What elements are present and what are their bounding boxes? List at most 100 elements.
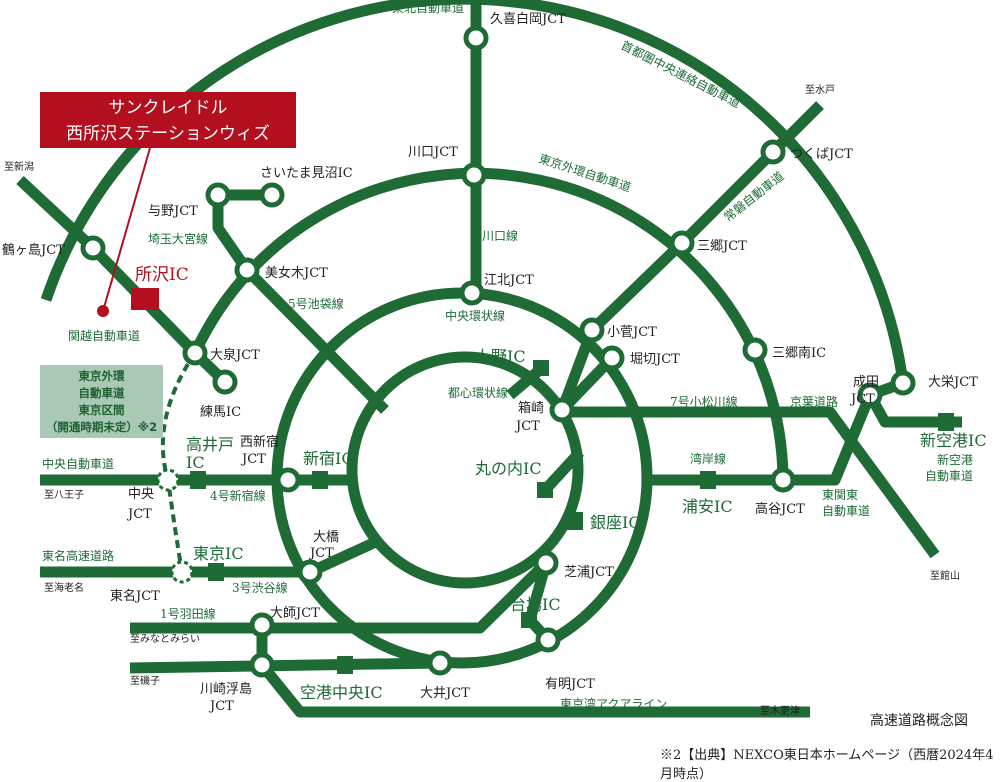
nishishinjuku2-label: JCT — [240, 452, 266, 467]
ariake-label: 有明JCT — [545, 677, 595, 692]
niigata-label: 至新潟 — [4, 160, 34, 173]
note-line1: 東京外環 — [78, 369, 125, 383]
takaido-ic-marker — [190, 471, 206, 489]
saitama-minuma-label: さいたま見沼IC — [260, 166, 353, 181]
aqualine-road — [256, 625, 810, 718]
wangan-west-road — [129, 657, 441, 674]
chuo-do-label: 中央自動車道 — [42, 456, 114, 471]
ken-o-label: 首都圏中央連絡自動車道 — [619, 37, 743, 110]
aqualine-label: 東京湾アクアライン — [560, 696, 667, 711]
shinkuko-ic-marker — [938, 413, 954, 431]
komatsugawa-label: 7号小松川線 — [670, 394, 738, 409]
ikebukuro-road — [243, 266, 389, 414]
haneda1-label: 1号羽田線 — [160, 606, 216, 621]
tokorozawa-ic-marker — [131, 288, 159, 310]
higashikanto1-label: 東関東 — [822, 488, 858, 502]
tomei-jct — [170, 560, 194, 584]
hakozaki1-label: 箱崎 — [518, 400, 544, 416]
saitama-minuma-ic — [259, 182, 285, 208]
takaido1-label: 高井戸 — [186, 435, 234, 454]
shibaura-jct — [533, 550, 559, 576]
callout-line2: 西所沢ステーションウィズ — [66, 124, 270, 144]
misato-jct — [669, 230, 695, 256]
nerima-label: 練馬IC — [200, 405, 241, 420]
kawaguchi-label: 川口JCT — [408, 145, 458, 160]
nishishinjuku-jct — [275, 467, 301, 493]
ohashi-jct — [297, 559, 323, 585]
kuki-label: 久喜白岡JCT — [490, 11, 566, 27]
keiyo-label: 京葉道路 — [790, 394, 838, 409]
kosuge-label: 小菅JCT — [607, 325, 657, 340]
kuko-chuo-label: 空港中央IC — [300, 683, 383, 702]
kuki-jct — [463, 25, 489, 51]
shinjuku4-label: 4号新宿線 — [210, 488, 266, 503]
ohashi1-label: 大橋 — [313, 530, 339, 545]
shinkuko-label: 新空港IC — [920, 431, 987, 450]
tsurugashima-jct — [80, 235, 106, 261]
callout-pointer — [102, 147, 151, 312]
daiba-ic-marker — [521, 612, 537, 628]
ebina-label: 至海老名 — [44, 581, 84, 594]
kisarazu-label: 至木更津 — [760, 705, 800, 717]
tokyo-ic-marker — [208, 563, 224, 581]
map-title: 高速道路概念図 — [870, 713, 968, 729]
bijogi-label: 美女木JCT — [265, 265, 328, 281]
kanetsu-label: 関越自動車道 — [68, 329, 140, 343]
nishishinjuku1-label: 西新宿 — [240, 434, 279, 450]
nerima-ic — [212, 369, 238, 395]
ueno-ic-marker — [533, 360, 549, 376]
property-callout: サンクレイドル 西所沢ステーションウィズ — [40, 92, 296, 148]
tohoku-label: 東北自動車道 — [392, 1, 464, 15]
kawaguchi-line-label: 川口線 — [482, 228, 518, 243]
kawasaki2-label: JCT — [208, 699, 234, 714]
kawasaki1-label: 川崎浮島 — [200, 682, 252, 697]
ikebukuro-label: 5号池袋線 — [288, 296, 344, 311]
daiba-label: 台場IC — [510, 595, 561, 614]
source-note: ※2【出典】NEXCO東日本ホームページ（西暦2024年4月時点） — [660, 748, 994, 782]
narita1-label: 成田 — [853, 375, 879, 390]
shinjuku-ic-marker — [312, 471, 328, 489]
yono-label: 与野JCT — [148, 204, 198, 219]
hachioji-label: 至八王子 — [44, 489, 84, 501]
kohoku-label: 江北JCT — [484, 273, 534, 288]
oi-jct — [427, 650, 453, 676]
tsukuba-jct — [760, 139, 786, 165]
hakozaki-jct — [549, 397, 575, 423]
urayasu-label: 浦安IC — [682, 497, 733, 516]
takaya-jct — [770, 467, 796, 493]
tomei-jct-label: 東名JCT — [110, 588, 160, 604]
oizumi-label: 大泉JCT — [210, 347, 260, 363]
note-line2: 自動車道 — [78, 386, 125, 400]
horikiri-label: 堀切JCT — [630, 352, 680, 367]
ginza-ic-marker — [567, 512, 583, 530]
chuo-kanjo-label: 中央環状線 — [445, 308, 505, 323]
shinjuku-label: 新宿IC — [303, 449, 354, 468]
shinkuko-road1-label: 新空港 — [937, 452, 973, 467]
shibuya3-label: 3号渋谷線 — [232, 580, 288, 595]
shinkuko-road2-label: 自動車道 — [925, 469, 973, 483]
misato-minami-ic — [742, 337, 768, 363]
saitama-omiya-label: 埼玉大宮線 — [148, 231, 208, 246]
mito-label: 至水戸 — [805, 84, 835, 96]
ariake-jct — [535, 627, 561, 653]
yono-jct — [205, 182, 231, 208]
misato-label: 三郷JCT — [697, 239, 747, 254]
takaya-label: 高谷JCT — [755, 501, 805, 517]
unopened-section-note: 東京外環 自動車道 東京区間 （開通時期未定）※2 — [40, 365, 163, 438]
tokyo-label: 東京IC — [193, 544, 244, 563]
kuko-chuo-ic-marker — [337, 656, 353, 674]
note-line3: 東京区間 — [78, 403, 125, 417]
saitama-omiya-road — [212, 189, 270, 274]
shibaura-label: 芝浦JCT — [564, 564, 614, 580]
toshin-kanjo-ring — [346, 351, 584, 589]
kohoku-jct — [459, 280, 485, 306]
tsukuba-label: つくばJCT — [790, 147, 853, 162]
bijogi-jct — [234, 257, 260, 283]
tateyama-label: 至館山 — [930, 569, 960, 582]
chuo2-label: JCT — [126, 507, 152, 522]
isogo-label: 至磯子 — [130, 674, 160, 687]
daiei-label: 大栄JCT — [928, 375, 978, 390]
toshin-label: 都心環状線 — [448, 385, 508, 400]
wangan-label: 湾岸線 — [690, 451, 726, 466]
